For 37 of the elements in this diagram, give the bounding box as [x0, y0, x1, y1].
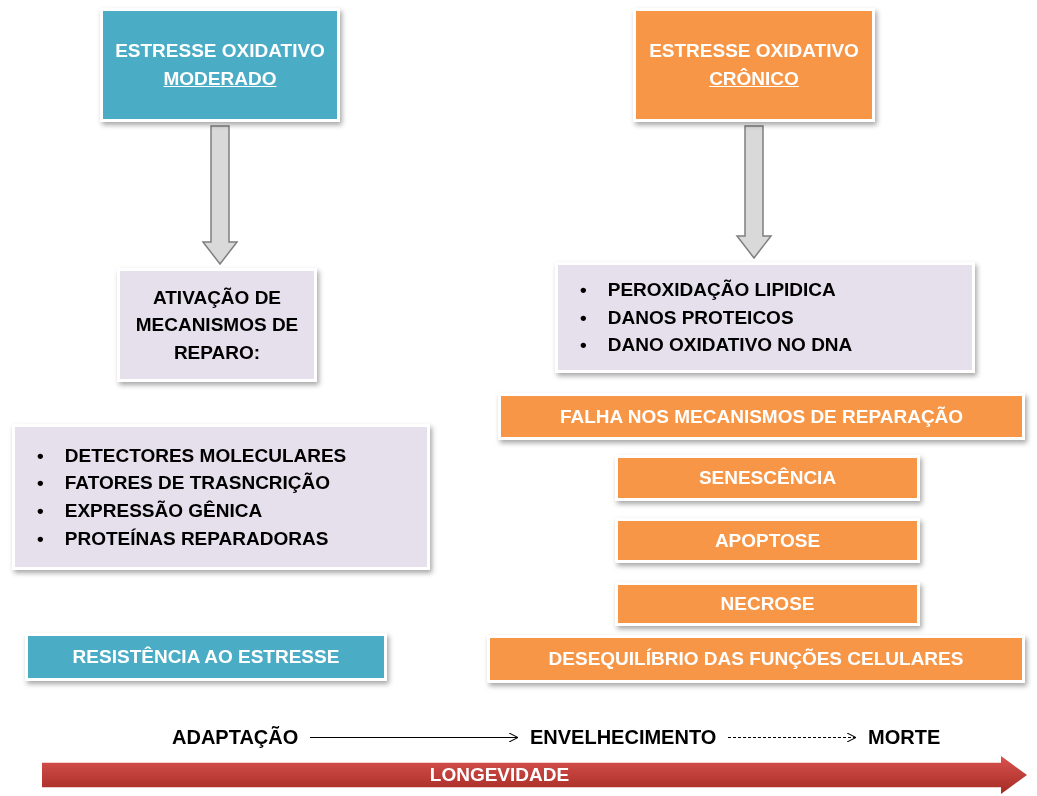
bullet-list-box	[12, 424, 430, 570]
box-text: SENESCÊNCIA	[698, 466, 837, 491]
bullet-list-box	[555, 262, 975, 373]
box-text: FALHA NOS MECANISMOS DE REPARAÇÃO	[559, 404, 964, 429]
list-item: • PROTEÍNAS REPARADORAS	[37, 526, 330, 551]
list-item: • EXPRESSÃO GÊNICA	[37, 499, 264, 523]
outcome-box	[487, 635, 1025, 683]
box-text: ATIVAÇÃO DE MECANISMOS DE REPARO:	[134, 285, 300, 365]
block-arrow	[201, 125, 239, 266]
outcome-box	[615, 518, 920, 563]
arrow	[727, 732, 857, 743]
outcome-box	[615, 582, 920, 626]
outcome-box	[615, 455, 920, 501]
box-title: CRÔNICO	[709, 67, 799, 91]
box-text: DESEQUILÍBRIO DAS FUNÇÕES CELULARES	[548, 647, 964, 672]
stage-label: ADAPTAÇÃO	[172, 726, 299, 749]
arrow-label: LONGEVIDADE	[429, 764, 570, 786]
outcome-box	[25, 633, 387, 681]
list-item: • FATORES DE TRASNCRIÇÃO	[37, 471, 332, 496]
list-item: • DANOS PROTEICOS	[580, 305, 795, 330]
arrow	[309, 732, 519, 743]
box-title: ESTRESSE OXIDATIVO	[115, 39, 325, 64]
block-arrow	[735, 125, 773, 260]
list-item: • DANO OXIDATIVO NO DNA	[580, 333, 854, 358]
box-text: RESISTÊNCIA AO ESTRESSE	[72, 645, 340, 670]
process-box	[117, 268, 317, 382]
stage-label: MORTE	[868, 726, 941, 749]
title-box	[633, 8, 875, 122]
list-item: • DETECTORES MOLECULARES	[37, 443, 348, 468]
outcome-box	[498, 393, 1025, 440]
stage-label: ENVELHECIMENTO	[530, 726, 717, 749]
title-box	[100, 8, 340, 122]
box-text: NECROSE	[720, 592, 815, 617]
box-title: ESTRESSE OXIDATIVO	[649, 39, 859, 64]
box-title: MODERADO	[163, 67, 277, 91]
list-item: • PEROXIDAÇÃO LIPIDICA	[580, 278, 837, 303]
box-text: APOPTOSE	[714, 528, 821, 553]
